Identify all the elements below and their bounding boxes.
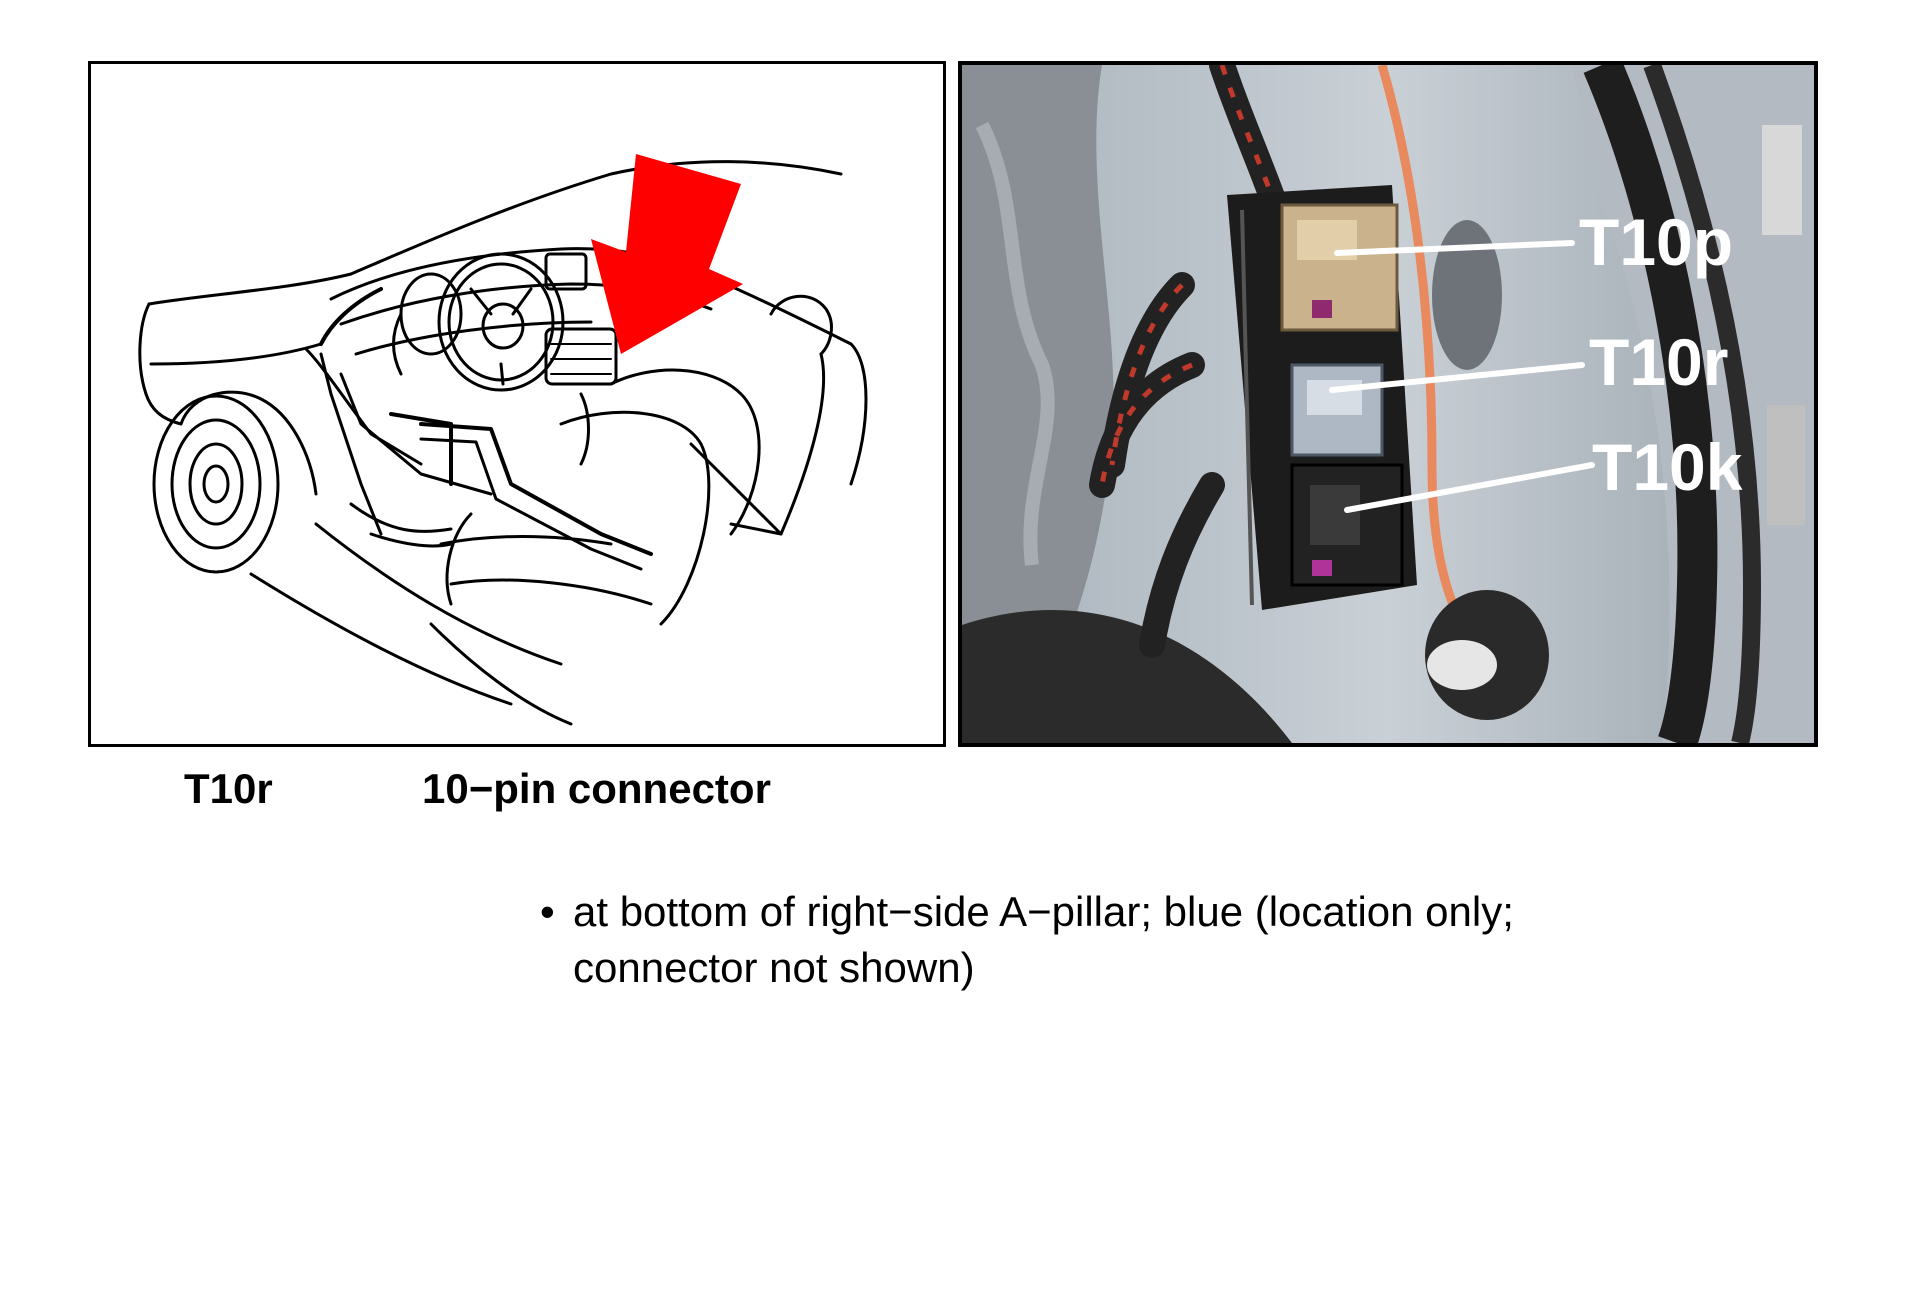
callout-line-t10r — [1329, 362, 1585, 393]
location-arrow — [591, 154, 743, 354]
location-note-text: at bottom of right−side A−pillar; blue (… — [573, 888, 1514, 991]
car-line-art — [138, 154, 868, 726]
connector-description: 10−pin connector — [422, 765, 771, 812]
connector-photo: T10p T10r T10k — [958, 61, 1818, 747]
bullet-icon: • — [540, 888, 555, 935]
callout-line-t10k — [1344, 462, 1595, 513]
connector-photo-art: T10p T10r T10k — [962, 65, 1814, 743]
connector-code: T10r — [184, 765, 273, 812]
callout-line-t10p — [1334, 240, 1575, 256]
car-interior-drawing — [88, 61, 946, 747]
callout-t10k: T10k — [1592, 430, 1743, 504]
callout-t10p: T10p — [1579, 205, 1733, 279]
location-note: • at bottom of right−side A−pillar; blue… — [540, 884, 1660, 996]
callout-t10r: T10r — [1589, 325, 1728, 399]
